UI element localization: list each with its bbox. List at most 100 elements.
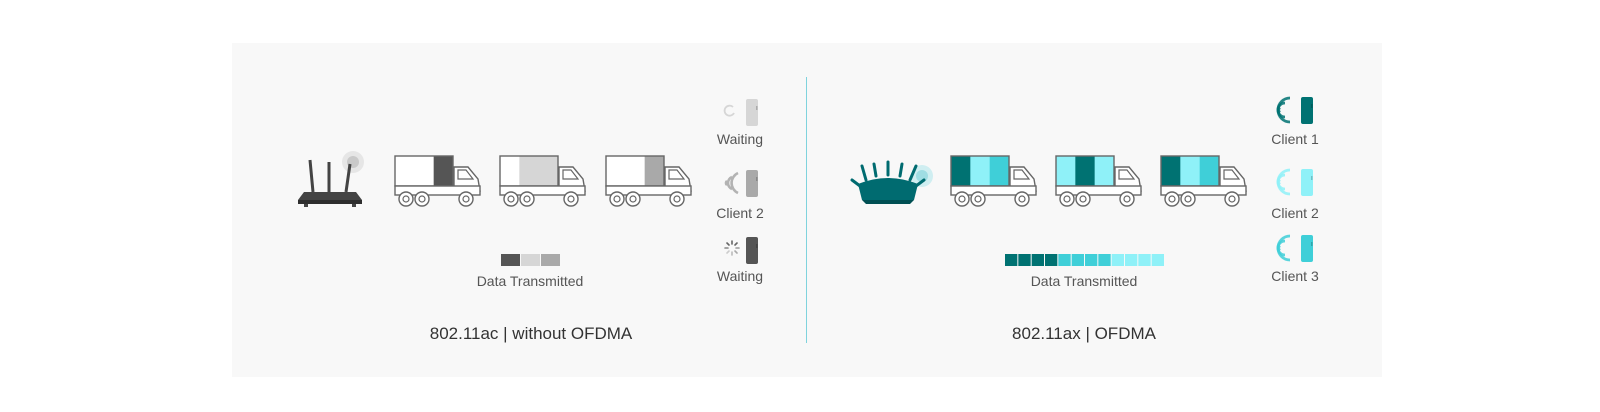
wheel-hub xyxy=(567,195,575,203)
wifi-signal-icon xyxy=(1276,234,1291,262)
data-segment xyxy=(1005,254,1018,266)
truck-chassis xyxy=(1055,185,1142,196)
cargo-segment xyxy=(970,156,990,186)
phone-button xyxy=(756,106,758,110)
truck-window xyxy=(457,169,475,180)
data-segment xyxy=(1138,254,1151,266)
data-segment xyxy=(1045,254,1058,266)
phone-body xyxy=(746,99,758,126)
phone-icon xyxy=(746,237,758,264)
wheel-hub xyxy=(1184,195,1192,203)
phone-icon xyxy=(1301,169,1313,196)
truck-icon xyxy=(1055,155,1142,207)
wifi-signal-icon xyxy=(1276,96,1291,124)
data-segment xyxy=(501,254,520,266)
wheel-hub xyxy=(958,195,966,203)
wheel-hub xyxy=(523,195,531,203)
phone-icon xyxy=(1301,235,1313,262)
section-caption: 802.11ac | without OFDMA xyxy=(429,324,633,343)
cargo-segment xyxy=(500,156,520,186)
phone-icon xyxy=(746,170,758,197)
phone-button xyxy=(756,177,758,181)
wheel-hub xyxy=(418,195,426,203)
client-label: Client 2 xyxy=(1271,205,1319,221)
data-segment xyxy=(521,254,540,266)
data-transmitted-label: Data Transmitted xyxy=(476,273,584,289)
truck-icon xyxy=(950,155,1037,207)
truck-window xyxy=(668,169,686,180)
truck-window xyxy=(562,169,580,180)
phone-body xyxy=(1301,235,1313,262)
phone-button xyxy=(1311,242,1313,246)
truck-window xyxy=(1013,169,1031,180)
data-transmitted-bar xyxy=(501,254,560,266)
data-transmitted-label: Data Transmitted xyxy=(1030,273,1138,289)
client-label: Waiting xyxy=(716,131,764,147)
truck-icon xyxy=(1160,155,1247,207)
data-segment xyxy=(1085,254,1098,266)
phone-button xyxy=(756,244,758,248)
cargo-segment xyxy=(395,156,415,186)
cargo-segment xyxy=(538,156,559,186)
ax-router-icon xyxy=(850,160,933,204)
data-segment xyxy=(1111,254,1124,266)
phone-body xyxy=(1301,169,1313,196)
signal-arc xyxy=(1277,178,1281,186)
cargo-segment xyxy=(433,156,454,186)
phone-button xyxy=(1311,104,1313,108)
wheel-hub xyxy=(1228,195,1236,203)
truck-chassis xyxy=(394,185,481,196)
data-segment xyxy=(1125,254,1138,266)
data-segment xyxy=(541,254,560,266)
phone-icon xyxy=(1301,97,1313,124)
phone-body xyxy=(746,170,758,197)
data-segment xyxy=(1071,254,1084,266)
cargo-segment xyxy=(1056,156,1076,186)
legacy-router-icon xyxy=(298,151,364,207)
data-segment xyxy=(1151,254,1164,266)
cargo-segment xyxy=(519,156,539,186)
cargo-segment xyxy=(414,156,434,186)
truck-chassis xyxy=(605,185,692,196)
loading-icon xyxy=(723,104,735,117)
signal-arc xyxy=(1277,106,1281,114)
wheel-hub xyxy=(462,195,470,203)
wifi-signal-icon xyxy=(1276,168,1291,196)
wheel-hub xyxy=(1018,195,1026,203)
truck-window xyxy=(1223,169,1241,180)
phone-body xyxy=(746,237,758,264)
wheel-hub xyxy=(1168,195,1176,203)
wheel-hub xyxy=(629,195,637,203)
cargo-segment xyxy=(989,156,1010,186)
wheel-hub xyxy=(613,195,621,203)
cargo-segment xyxy=(1075,156,1095,186)
phone-body xyxy=(1301,97,1313,124)
cargo-segment xyxy=(644,156,665,186)
data-segment xyxy=(1018,254,1031,266)
comparison-panel xyxy=(232,43,1382,377)
section-caption: 802.11ax | OFDMA xyxy=(1012,324,1156,343)
cargo-segment xyxy=(1094,156,1115,186)
wifi-signal-icon xyxy=(724,171,739,195)
client-label: Client 2 xyxy=(716,205,764,221)
cargo-segment xyxy=(625,156,645,186)
cargo-segment xyxy=(951,156,971,186)
client-label: Client 3 xyxy=(1271,268,1319,284)
truck-icon xyxy=(499,155,586,207)
client-label: Waiting xyxy=(716,268,764,284)
truck-chassis xyxy=(499,185,586,196)
section-divider xyxy=(806,77,807,343)
wheel-hub xyxy=(1079,195,1087,203)
truck-icon xyxy=(605,155,692,207)
wheel-hub xyxy=(974,195,982,203)
data-segment xyxy=(1031,254,1044,266)
wheel-hub xyxy=(402,195,410,203)
truck-window xyxy=(1118,169,1136,180)
phone-icon xyxy=(746,99,758,126)
loading-spinner-icon xyxy=(724,240,740,256)
phone-button xyxy=(1311,176,1313,180)
cargo-segment xyxy=(606,156,626,186)
truck-chassis xyxy=(1160,185,1247,196)
wheel-hub xyxy=(673,195,681,203)
data-segment xyxy=(1058,254,1071,266)
